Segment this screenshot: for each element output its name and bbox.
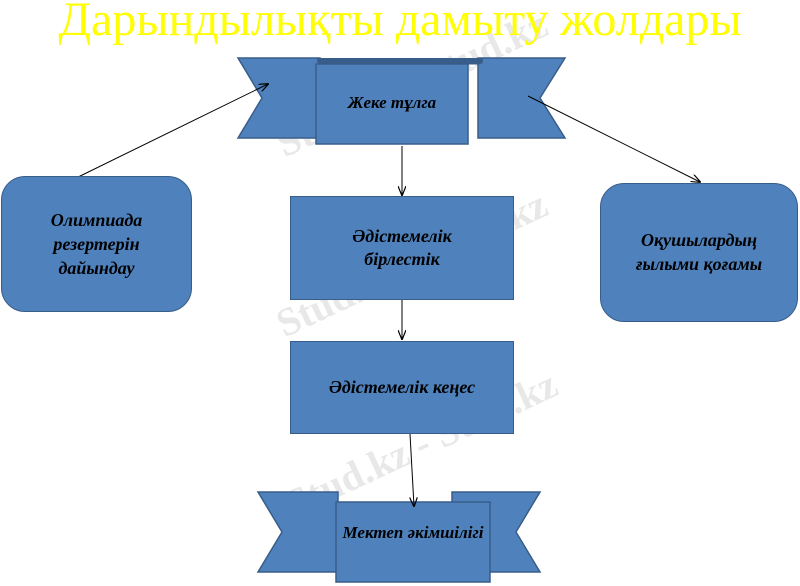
students-society-label: Оқушылардың ғылыми қоғамы — [635, 230, 763, 274]
olympiad-box: Олимпиада резертерін дайындау — [1, 176, 192, 312]
page-title: Дарындылықты дамыту жолдары — [58, 0, 742, 46]
students-society-box: Оқушылардың ғылыми қоғамы — [600, 183, 798, 322]
bottom-banner-label: Мектеп әкімшілігі — [342, 523, 484, 542]
method-assoc-label: Әдістемелік бірлестік — [352, 225, 452, 269]
top-ribbon-banner — [236, 57, 567, 145]
arrow-council-to-admin — [409, 433, 414, 506]
method-council-label: Әдістемелік кеңес — [328, 377, 476, 397]
method-assoc-box: Әдістемелік бірлестік — [290, 196, 514, 300]
arrow-top-to-society — [527, 95, 700, 182]
olympiad-label: Олимпиада резертерін дайындау — [50, 209, 143, 279]
arrow-olympiad-to-top — [67, 84, 268, 183]
top-banner-label: Жеке тұлга — [347, 93, 437, 112]
method-council-box: Әдістемелік кеңес — [290, 341, 514, 434]
